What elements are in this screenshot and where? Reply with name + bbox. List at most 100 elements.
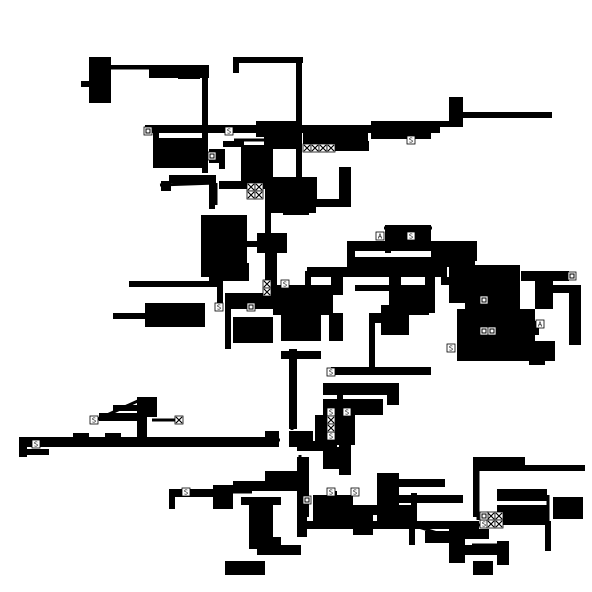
pit-tile-bg	[567, 271, 577, 281]
corridor-lines-layer	[24, 58, 584, 550]
wall-block	[223, 141, 244, 147]
switch-tile: S	[34, 441, 38, 449]
wall-block	[377, 505, 417, 525]
arrow-tile: A	[538, 321, 543, 329]
wall-block	[463, 112, 552, 118]
switch-tile: S	[329, 409, 333, 417]
wall-block	[297, 321, 317, 337]
crossed-tile	[327, 144, 335, 152]
wall-block	[371, 121, 431, 139]
crossed-tile	[495, 512, 503, 520]
pit-tile-bg	[479, 295, 489, 305]
wall-block	[409, 287, 429, 315]
glyph-tile-bg	[224, 126, 234, 136]
wall-block	[347, 405, 377, 413]
wall-block	[283, 189, 309, 215]
wall-block	[241, 145, 273, 183]
switch-tile: S	[409, 137, 413, 145]
pit-tile-bg	[479, 326, 489, 336]
wall-block	[113, 405, 143, 411]
wall-block	[411, 493, 417, 505]
pit-tile	[304, 497, 310, 503]
wall-block	[217, 269, 223, 309]
wall-block	[321, 505, 381, 515]
crossed-tile	[263, 280, 271, 288]
wall-block	[425, 257, 475, 267]
wall-block	[339, 167, 351, 205]
wall-block	[393, 495, 463, 503]
wall-block	[497, 541, 509, 565]
pit-tile	[481, 297, 487, 303]
wall-block	[409, 521, 415, 545]
corridor-line	[411, 523, 461, 542]
pit-tile	[481, 328, 487, 334]
corridor-line	[95, 398, 141, 422]
wall-block	[209, 241, 225, 261]
wall-block	[381, 305, 409, 335]
wall-block	[323, 383, 395, 395]
wall-block	[225, 561, 265, 575]
wall-block	[233, 481, 303, 491]
wall-block	[529, 353, 545, 365]
wall-block	[209, 221, 235, 233]
switch-tile: S	[449, 345, 453, 353]
wall-block	[81, 81, 89, 87]
wall-block	[331, 267, 343, 295]
wall-block	[137, 405, 147, 445]
wall-block	[385, 225, 391, 253]
wall-block	[387, 383, 399, 405]
glyph-tile-bg	[446, 343, 456, 353]
wall-block	[19, 437, 279, 447]
wall-block	[307, 267, 447, 277]
wall-block	[256, 121, 296, 137]
switch-tile: S	[329, 433, 333, 441]
crossed-tile	[175, 416, 183, 424]
crossed-tile	[303, 144, 311, 152]
wall-block	[281, 351, 321, 359]
crossed-tile	[495, 520, 503, 528]
wall-block	[473, 561, 493, 575]
pit-tile	[569, 273, 575, 279]
wall-block	[369, 313, 383, 323]
switch-tile: S	[92, 417, 96, 425]
glyph-tile-bg	[31, 439, 41, 449]
crossed-tile	[255, 191, 263, 199]
wall-block	[465, 545, 501, 555]
glyph-tile-bg	[326, 487, 336, 497]
wall-block	[521, 509, 535, 521]
switch-tile: S	[409, 233, 413, 241]
pit-tile	[209, 153, 215, 159]
crossed-tile	[319, 144, 327, 152]
crossed-tile	[487, 520, 495, 528]
wall-block	[521, 271, 569, 281]
switch-tile: S	[345, 409, 349, 417]
pit-tile	[248, 304, 254, 310]
glyph-tile-bg	[89, 415, 99, 425]
wall-block	[431, 241, 477, 261]
wall-block	[337, 395, 343, 431]
wall-block	[265, 471, 305, 483]
corridor-line	[159, 181, 217, 187]
wall-block	[297, 517, 307, 537]
switch-tile: S	[353, 489, 357, 497]
wall-block	[329, 313, 343, 341]
wall-block	[277, 233, 287, 243]
wall-block	[169, 493, 175, 509]
wall-block	[315, 199, 351, 207]
wall-block	[553, 285, 581, 293]
wall-block	[535, 281, 553, 309]
wall-block	[347, 241, 477, 251]
wall-block	[89, 57, 111, 103]
wall-block	[159, 153, 200, 163]
wall-block	[331, 367, 431, 375]
wall-block	[393, 479, 445, 487]
pit-tile	[481, 513, 487, 519]
glyph-tile-bg	[375, 231, 385, 241]
wall-block	[219, 149, 225, 169]
switch-tile: S	[329, 369, 333, 377]
crossed-tile	[487, 512, 495, 520]
pit-tile	[145, 128, 151, 134]
wall-block	[331, 491, 337, 511]
